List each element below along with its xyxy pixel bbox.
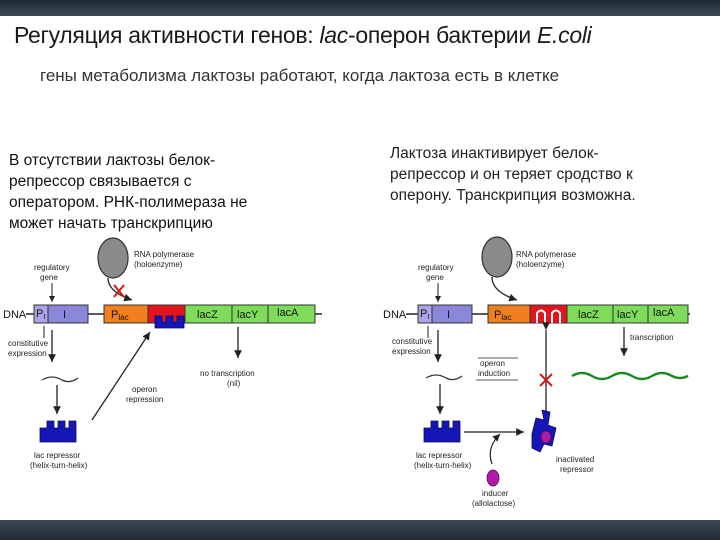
operon-induction-label-1: operon: [480, 359, 505, 368]
lacz-label-left: lacZ: [197, 309, 218, 321]
left-panel-repressed: RNA polymerase (holoenzyme) regulatory g…: [3, 237, 322, 470]
rna-polymerase-left: [97, 237, 129, 279]
bottom-decorative-band: [0, 520, 720, 540]
lac-repressor-left: [39, 420, 77, 443]
plac-label-right: Plac: [494, 309, 512, 322]
pi-label-left: PI: [36, 308, 45, 321]
repressor-mrna-left: [41, 376, 79, 383]
laca-box-right: [647, 304, 689, 324]
blocked-x-mark-right: [539, 373, 553, 387]
rna-polymerase-right: [481, 236, 513, 278]
i-gene-box-right: [431, 304, 473, 324]
repressor-label-1-right: lac repressor: [416, 451, 463, 460]
repressor-bound-operator-left: [154, 315, 185, 329]
inducer-label-1: inducer: [482, 489, 509, 498]
regulatory-label-2-right: gene: [426, 273, 444, 282]
lac-repressor-right: [423, 420, 461, 443]
constitutive-label-2: expression: [8, 349, 47, 358]
laca-label-right: lacA: [653, 307, 675, 319]
rna-pol-label-2-right: (holoenzyme): [516, 260, 565, 269]
bound-inducer-right: [540, 430, 552, 444]
repressor-mrna-right: [425, 374, 463, 381]
transcription-label-right: transcription: [630, 333, 674, 342]
i-gene-box-left: [47, 304, 89, 324]
slide-title: Регуляция активности генов: lac-оперон б…: [14, 22, 592, 49]
right-panel-induced: RNA polymerase (holoenzyme) regulatory g…: [383, 236, 690, 508]
operator-box-right: [529, 304, 568, 324]
lacz-label-right: lacZ: [578, 309, 599, 321]
constitutive-label-2-right: expression: [392, 347, 431, 356]
repressor-label-2-right: (helix-turn-helix): [414, 461, 472, 470]
i-gene-label-right: I: [447, 309, 450, 321]
operon-repression-label-2: repression: [126, 395, 163, 404]
inducer-label-2: (allolactose): [472, 499, 515, 508]
repressor-label-1: lac repressor: [34, 451, 81, 460]
regulatory-label-1: regulatory: [34, 263, 70, 272]
inducer-allolactose: [486, 469, 500, 487]
rna-pol-label-1-right: RNA polymerase: [516, 250, 577, 259]
inactivated-label-2: repressor: [560, 465, 594, 474]
plac-label-left: Plac: [111, 309, 129, 322]
inducer-arrow-right: [489, 433, 501, 465]
repression-arrow-left: [91, 331, 151, 421]
top-decorative-band: [0, 0, 720, 16]
constitutive-label-1-right: constitutive: [392, 337, 433, 346]
free-operator-sites-right: [536, 309, 561, 323]
laca-label-left: lacA: [277, 307, 299, 319]
pi-label-right: PI: [420, 308, 429, 321]
polymerase-arrow-left: [107, 277, 133, 302]
regulatory-label-2: gene: [40, 273, 58, 282]
inactivated-label-1: inactivated: [556, 455, 594, 464]
title-middle: -оперон бактерии: [348, 22, 537, 48]
slide-subtitle: гены метаболизма лактозы работают, когда…: [40, 66, 560, 85]
lacy-label-right: lacY: [617, 309, 639, 321]
lacy-label-left: lacY: [237, 309, 259, 321]
constitutive-label-1: constitutive: [8, 339, 49, 348]
caption-lactose-present: Лактоза инактивирует белок- репрессор и …: [390, 145, 636, 204]
rna-pol-label-2: (holoenzyme): [134, 260, 183, 269]
operon-repression-label-1: operon: [132, 385, 157, 394]
blocked-x-mark-left: [113, 284, 125, 298]
polymerase-arrow-right: [491, 276, 518, 302]
title-lac: lac: [319, 22, 349, 48]
repressor-label-2: (helix-turn-helix): [30, 461, 88, 470]
dna-label-left: DNA: [3, 309, 27, 321]
no-transcription-label-1: no transcription: [200, 369, 255, 378]
title-ecoli: E.coli: [537, 22, 592, 48]
dna-label-right: DNA: [383, 309, 407, 321]
no-transcription-label-2: (nil): [227, 379, 241, 388]
inactivated-repressor-right: [531, 409, 557, 453]
lac-mrna-right: [571, 371, 689, 381]
operon-induction-label-2: induction: [478, 369, 510, 378]
title-text: Регуляция активности генов:: [14, 22, 320, 48]
i-gene-label-left: I: [63, 309, 66, 321]
rna-pol-label-1: RNA polymerase: [134, 250, 195, 259]
laca-box-left: [267, 304, 316, 324]
regulatory-label-1-right: regulatory: [418, 263, 454, 272]
caption-lactose-absent: В отсутствии лактозы белок- репрессор св…: [9, 152, 248, 232]
